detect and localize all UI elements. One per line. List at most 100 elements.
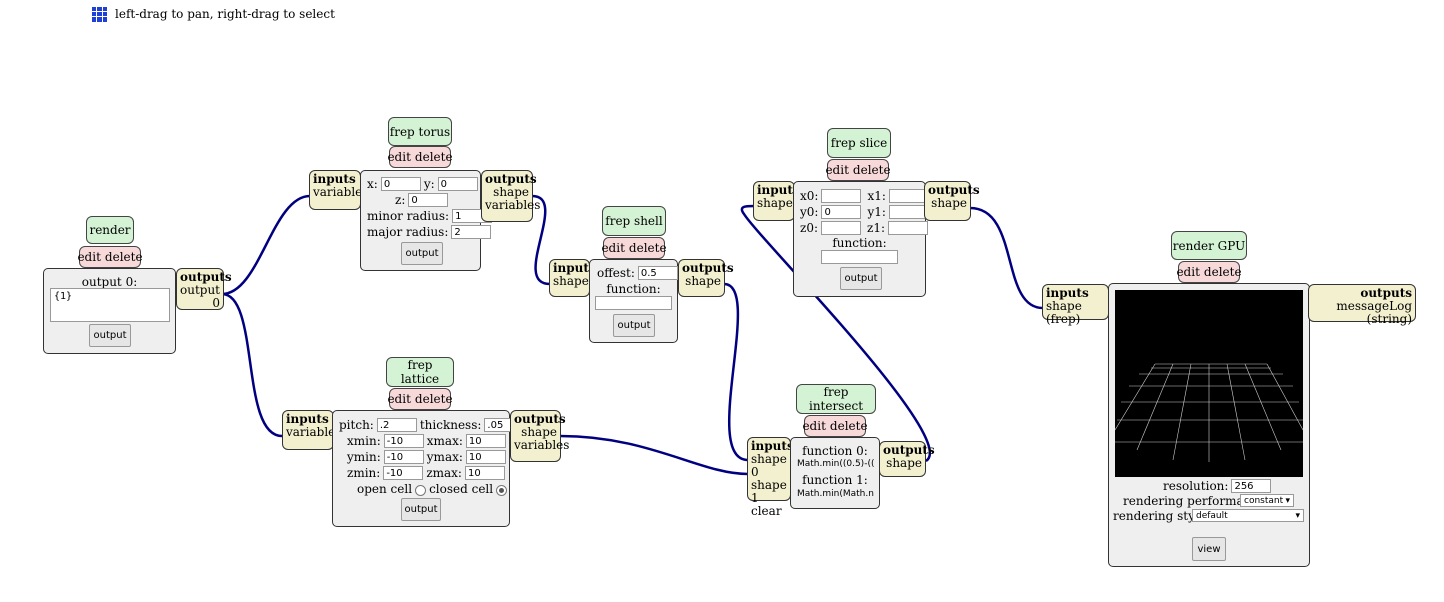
lattice-delete-button[interactable]: delete bbox=[414, 392, 453, 406]
lattice-outputs-port[interactable]: outputs shape variables bbox=[510, 410, 569, 462]
slice-title[interactable]: frep slice bbox=[827, 128, 891, 158]
shell-delete-button[interactable]: delete bbox=[628, 241, 667, 255]
render-gpu-title[interactable]: render GPU bbox=[1171, 231, 1247, 260]
render-gpu-performance-select[interactable]: constant ▾ bbox=[1240, 494, 1294, 507]
shell-function-input[interactable] bbox=[595, 296, 672, 310]
render-gpu-inputs-port[interactable]: inputs shape (frep) bbox=[1042, 284, 1109, 326]
torus-shape-port: shape bbox=[493, 185, 529, 199]
torus-z-input[interactable] bbox=[408, 193, 449, 207]
intersect-delete-button[interactable]: delete bbox=[829, 419, 868, 433]
shell-edit-button[interactable]: edit bbox=[601, 241, 625, 255]
lattice-zmax-input[interactable] bbox=[464, 466, 505, 480]
slice-inputs-port[interactable]: inputs shape bbox=[753, 181, 800, 221]
render-gpu-controls: edit delete bbox=[1176, 261, 1242, 283]
wire-shell-intersect bbox=[723, 282, 749, 462]
slice-inputs-label: inputs bbox=[757, 183, 800, 197]
torus-title[interactable]: frep torus bbox=[388, 117, 452, 146]
render-edit-button[interactable]: edit bbox=[77, 250, 101, 264]
render-gpu-view-button[interactable]: view bbox=[1192, 537, 1226, 561]
render-title[interactable]: render bbox=[86, 216, 134, 244]
grid-icon[interactable] bbox=[92, 6, 107, 22]
render-outputs-port[interactable]: outputs output 0 bbox=[176, 268, 232, 310]
render-gpu-canvas[interactable] bbox=[1114, 290, 1304, 477]
intersect-shape-out-port: shape bbox=[886, 456, 922, 470]
intersect-shape1-port: shape 1 bbox=[751, 478, 787, 505]
render-gpu-outputs-port[interactable]: outputs messageLog (string) bbox=[1308, 284, 1416, 326]
render-gpu-style-value: default bbox=[1196, 510, 1228, 521]
render-gpu-edit-button[interactable]: edit bbox=[1176, 265, 1200, 279]
render-output-button[interactable]: output bbox=[89, 324, 131, 347]
slice-function-input[interactable] bbox=[821, 250, 898, 264]
shell-outputs-port[interactable]: outputs shape bbox=[678, 259, 734, 297]
slice-z1-input[interactable] bbox=[888, 221, 928, 235]
chevron-down-icon: ▾ bbox=[1295, 510, 1300, 521]
lattice-ymax-input[interactable] bbox=[465, 450, 506, 464]
intersect-f1-label: function 1: bbox=[802, 473, 868, 487]
render-gpu-delete-button[interactable]: delete bbox=[1203, 265, 1242, 279]
slice-edit-button[interactable]: edit bbox=[825, 163, 849, 177]
shell-offset-input[interactable] bbox=[637, 266, 678, 280]
torus-edit-button[interactable]: edit bbox=[387, 150, 411, 164]
lattice-xmin-label: xmin: bbox=[347, 434, 381, 448]
torus-y-label: y: bbox=[423, 177, 435, 191]
intersect-clear-port[interactable]: clear bbox=[751, 504, 782, 518]
intersect-inputs-label: inputs bbox=[751, 439, 794, 453]
render-gpu-resolution-input[interactable] bbox=[1231, 479, 1272, 493]
lattice-outputs-label: outputs bbox=[514, 412, 566, 426]
render-delete-button[interactable]: delete bbox=[104, 250, 143, 264]
lattice-variables-port: variables bbox=[286, 425, 342, 439]
lattice-xmin-input[interactable] bbox=[383, 434, 424, 448]
lattice-open-cell-radio[interactable] bbox=[415, 484, 427, 496]
torus-major-input[interactable] bbox=[451, 225, 492, 239]
lattice-zmin-input[interactable] bbox=[383, 466, 424, 480]
lattice-title[interactable]: frep lattice bbox=[386, 357, 454, 387]
slice-z0-input[interactable] bbox=[821, 221, 861, 235]
slice-delete-button[interactable]: delete bbox=[852, 163, 891, 177]
intersect-outputs-port[interactable]: outputs shape bbox=[879, 441, 935, 477]
torus-y-input[interactable] bbox=[437, 177, 478, 191]
shell-body: offest: function: output bbox=[589, 259, 678, 343]
shell-function-label: function: bbox=[606, 282, 661, 296]
render-output-textarea[interactable]: {1} bbox=[50, 288, 170, 322]
shell-inputs-port[interactable]: inputs shape bbox=[549, 259, 596, 297]
torus-x-input[interactable] bbox=[380, 177, 421, 191]
torus-body: x: y: z: minor radius: major radius: out… bbox=[360, 170, 493, 271]
shell-title[interactable]: frep shell bbox=[602, 206, 666, 236]
intersect-inputs-port[interactable]: inputs shape 0 shape 1 clear bbox=[747, 437, 794, 518]
lattice-inputs-port[interactable]: inputs variables bbox=[282, 410, 341, 450]
lattice-zmin-label: zmin: bbox=[347, 466, 381, 480]
intersect-shape0-port: shape 0 bbox=[751, 452, 787, 479]
slice-x1-input[interactable] bbox=[888, 189, 929, 203]
lattice-closed-cell-radio[interactable] bbox=[496, 484, 508, 496]
intersect-outputs-label: outputs bbox=[883, 443, 935, 457]
slice-x0-input[interactable] bbox=[821, 189, 862, 203]
slice-shape-port: shape bbox=[757, 196, 793, 210]
lattice-output-button[interactable]: output bbox=[401, 498, 441, 521]
intersect-f0-value[interactable]: Math.min((0.5)-(( bbox=[797, 459, 875, 469]
slice-controls: edit delete bbox=[825, 159, 891, 181]
lattice-ymax-label: ymax: bbox=[426, 450, 463, 464]
intersect-body: function 0: Math.min((0.5)-(( function 1… bbox=[790, 437, 880, 509]
torus-output-button[interactable]: output bbox=[401, 242, 443, 265]
lattice-ymin-input[interactable] bbox=[383, 450, 424, 464]
intersect-edit-button[interactable]: edit bbox=[802, 419, 826, 433]
shell-output-button[interactable]: output bbox=[613, 314, 655, 337]
slice-output-button[interactable]: output bbox=[840, 267, 882, 290]
slice-y0-label: y0: bbox=[800, 205, 819, 219]
torus-outputs-port[interactable]: outputs shape variables bbox=[481, 170, 540, 222]
torus-inputs-port[interactable]: inputs variables bbox=[309, 170, 368, 210]
intersect-f1-value[interactable]: Math.min(Math.n bbox=[797, 489, 874, 499]
lattice-edit-button[interactable]: edit bbox=[387, 392, 411, 406]
slice-outputs-port[interactable]: outputs shape bbox=[924, 181, 980, 221]
torus-delete-button[interactable]: delete bbox=[414, 150, 453, 164]
intersect-title[interactable]: frep intersect bbox=[796, 384, 876, 414]
slice-y1-input[interactable] bbox=[888, 205, 929, 219]
shell-controls: edit delete bbox=[601, 237, 667, 259]
slice-x0-label: x0: bbox=[800, 189, 819, 203]
torus-inputs-label: inputs bbox=[313, 172, 356, 186]
render-gpu-style-select[interactable]: default ▾ bbox=[1192, 509, 1304, 522]
slice-y0-input[interactable] bbox=[821, 205, 862, 219]
shell-offset-label: offest: bbox=[597, 266, 635, 280]
lattice-pitch-input[interactable] bbox=[376, 418, 417, 432]
lattice-xmax-input[interactable] bbox=[465, 434, 506, 448]
